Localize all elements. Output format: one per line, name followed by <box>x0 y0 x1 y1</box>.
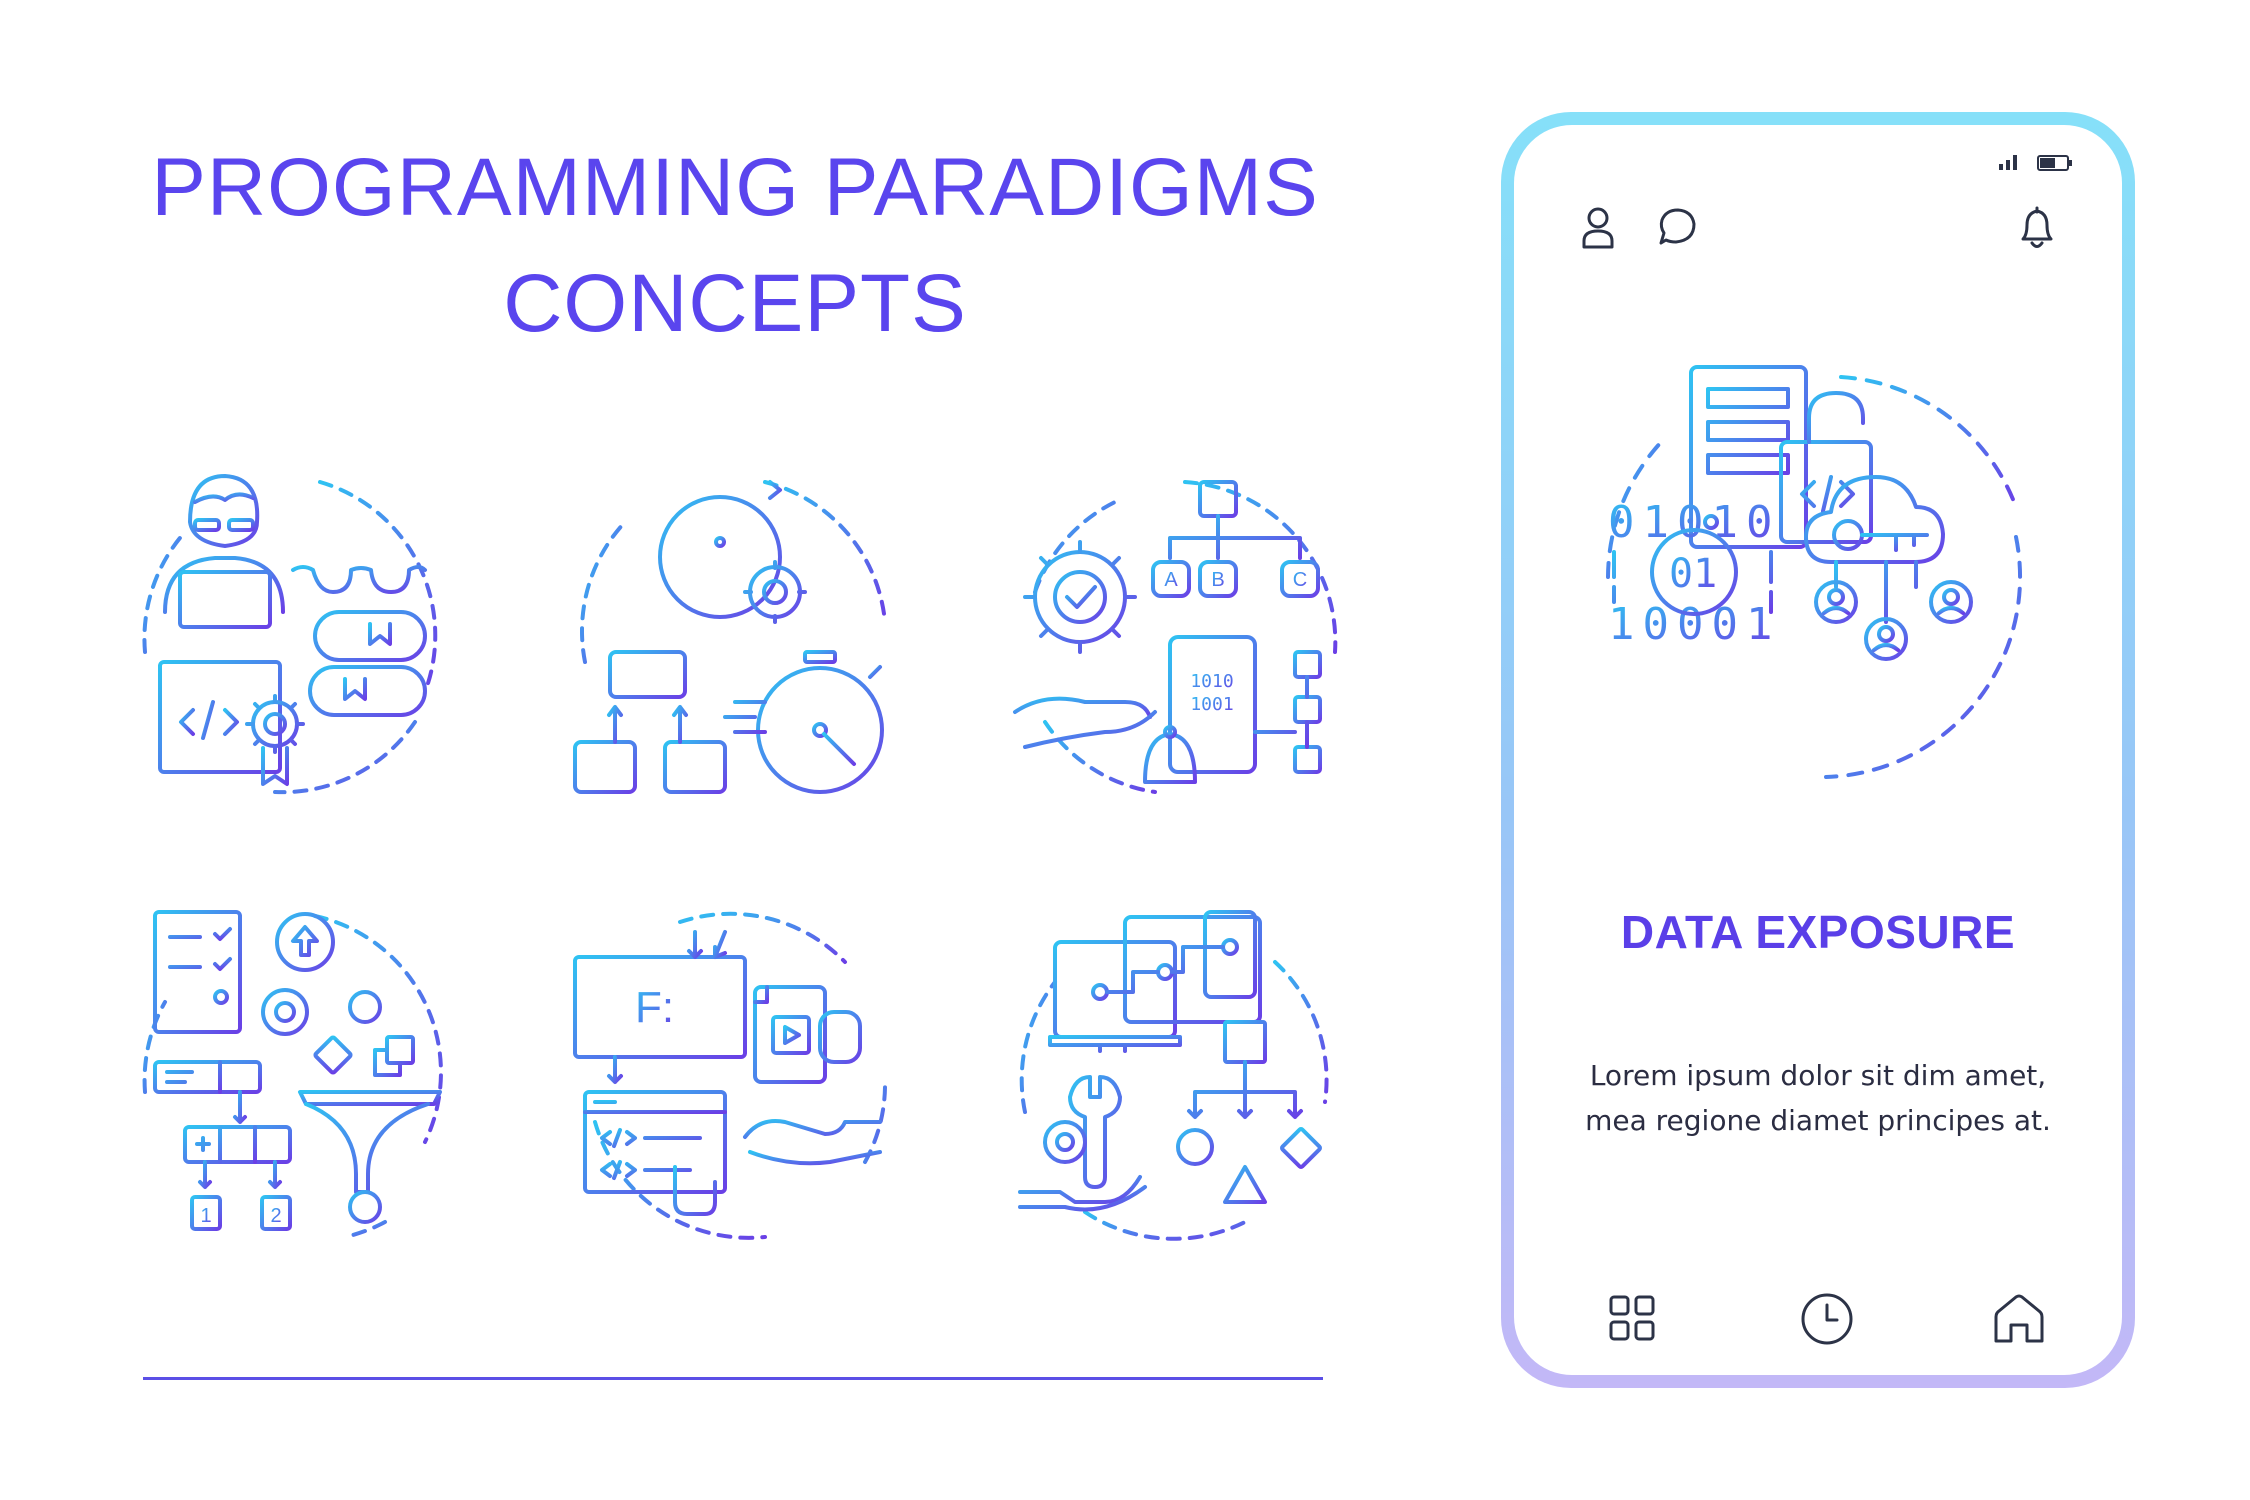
hierarchy-abc-gear-icon: A B C 1010 1001 <box>1005 462 1345 802</box>
chat-bubble-icon[interactable] <box>1653 205 1699 251</box>
binary-row-3: 10001 <box>1608 599 1780 650</box>
devices-flow-shapes-icon <box>1005 902 1345 1242</box>
svg-text:2: 2 <box>270 1205 281 1227</box>
divider <box>143 1377 1323 1380</box>
card-description: Lorem ipsum dolor sit dim amet, mea regi… <box>1585 1059 2051 1137</box>
phone-frame: 01010 10001 01 DATA EXPOSURE Lorem ipsum… <box>1501 112 2135 1388</box>
binary-row-1: 01010 <box>1608 497 1780 548</box>
signal-icon <box>1999 155 2017 170</box>
bell-icon[interactable] <box>2014 203 2060 253</box>
phone-screen: 01010 10001 01 DATA EXPOSURE Lorem ipsum… <box>1514 125 2122 1375</box>
title-line-1: PROGRAMMING PARADIGMS <box>151 142 1319 233</box>
svg-text:1: 1 <box>200 1205 211 1227</box>
title-line-2: CONCEPTS <box>503 258 967 349</box>
info-cycle-stopwatch-icon <box>565 462 905 802</box>
svg-text:1010: 1010 <box>1190 671 1233 692</box>
user-icon[interactable] <box>1578 205 1618 251</box>
battery-icon <box>2037 155 2072 171</box>
card-title: DATA EXPOSURE <box>1620 906 2016 958</box>
function-code-video-icon: F: <box>565 902 905 1242</box>
svg-text:C: C <box>1293 569 1307 591</box>
binary-center: 01 <box>1669 551 1717 597</box>
checklist-funnel-icon: 1 2 <box>125 902 465 1242</box>
svg-text:F:: F: <box>635 983 674 1032</box>
clock-icon[interactable] <box>1799 1291 1855 1347</box>
programmer-with-books-icon <box>125 462 465 802</box>
data-exposure-illustration-icon: 01010 10001 01 <box>1606 365 2022 779</box>
home-icon[interactable] <box>1992 1291 2046 1347</box>
grid-icon[interactable] <box>1608 1294 1658 1344</box>
svg-text:1001: 1001 <box>1190 694 1233 715</box>
svg-text:A: A <box>1164 569 1178 591</box>
svg-text:B: B <box>1211 569 1224 591</box>
page-title: PROGRAMMING PARADIGMS CONCEPTS <box>80 130 1390 362</box>
